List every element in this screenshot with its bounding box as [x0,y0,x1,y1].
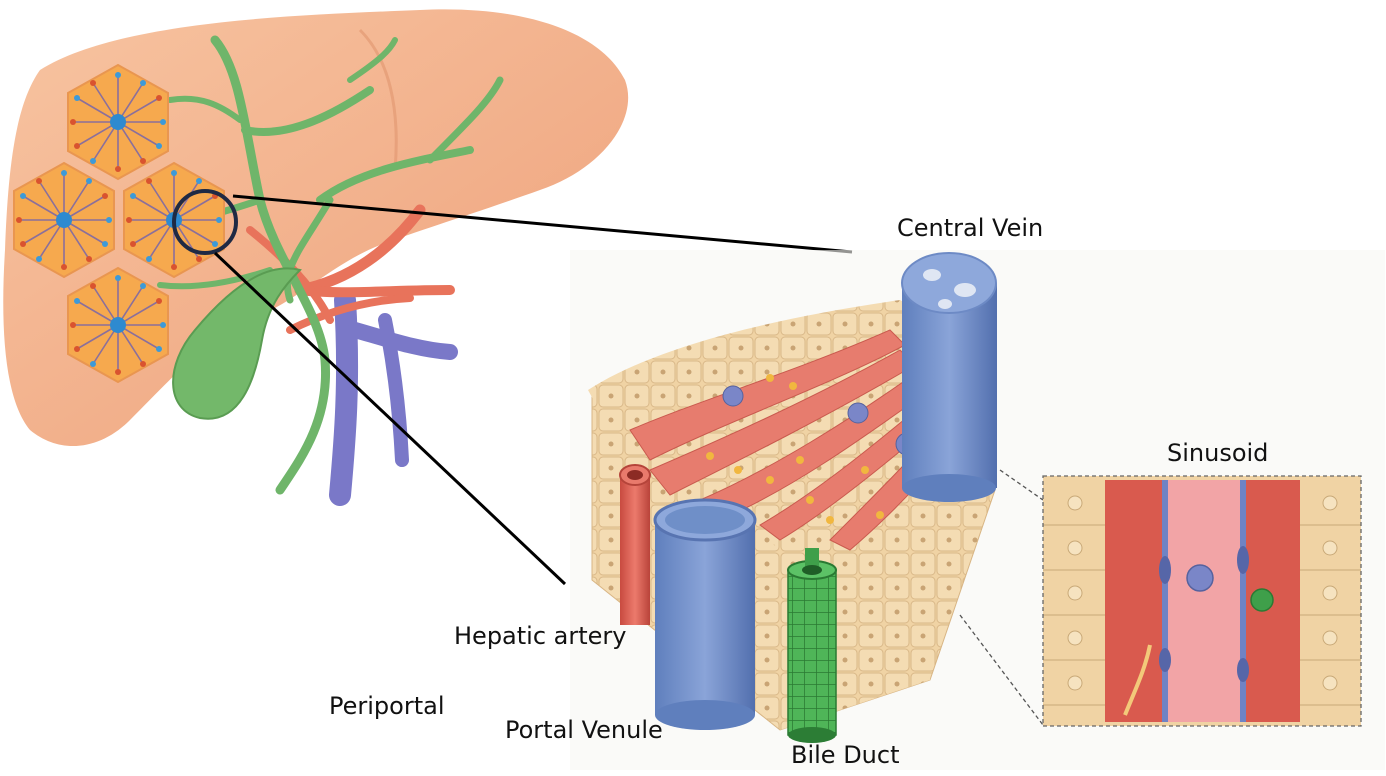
label-hepatic-artery: Hepatic artery [454,624,626,648]
portal-venule-cylinder [655,500,755,730]
label-portal-venule: Portal Venule [505,718,663,742]
label-bile-duct: Bile Duct [791,743,900,767]
central-vein-cylinder [902,253,997,502]
hepatic-artery-cylinder [620,465,650,625]
label-periportal: Periportal [329,694,445,718]
bile-duct-cylinder [788,548,836,743]
label-central-vein: Central Vein [897,216,1043,240]
label-sinusoid: Sinusoid [1167,441,1268,465]
sinusoid-inset [1043,476,1361,726]
